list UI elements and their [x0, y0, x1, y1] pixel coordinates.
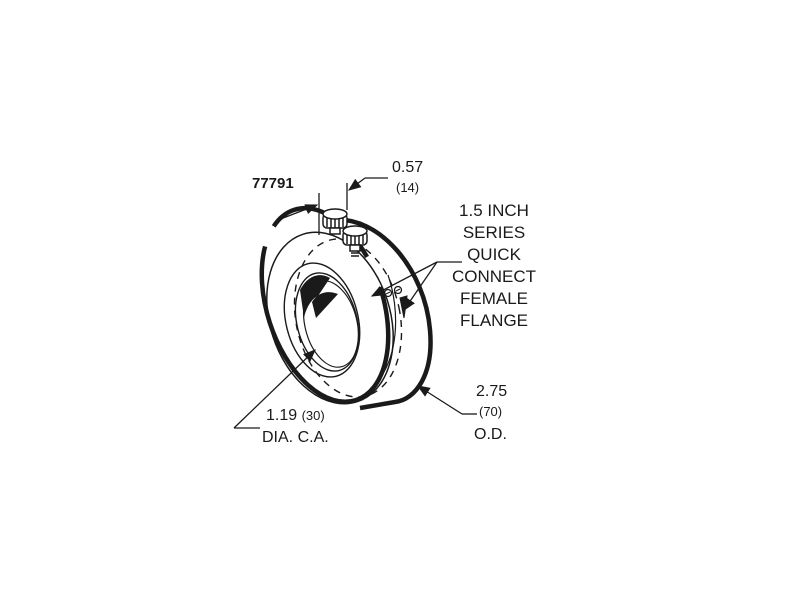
od-leader	[416, 385, 477, 415]
callout-line: FEMALE	[459, 289, 529, 308]
aperture-metric: (30)	[301, 408, 325, 423]
aperture-value: 1.19	[266, 407, 298, 424]
callout-line: QUICK	[467, 245, 521, 264]
thickness-value: 0.57	[392, 159, 424, 176]
od-value: 2.75	[476, 383, 508, 400]
aperture-shadow	[300, 275, 330, 318]
callout-line: 1.5 INCH	[459, 201, 529, 220]
flange-callout: 1.5 INCH SERIES QUICK CONNECT FEMALE FLA…	[444, 200, 544, 332]
part-number: 77791	[252, 175, 294, 192]
flange-leader	[370, 261, 462, 312]
aperture-dimension: 1.19 (30)	[266, 408, 325, 424]
thumbscrew-icon	[322, 208, 368, 257]
od-label: O.D.	[474, 426, 507, 443]
thickness-metric: (14)	[396, 180, 420, 195]
aperture-leader	[233, 349, 316, 429]
aperture-label: DIA. C.A.	[262, 429, 329, 446]
callout-line: SERIES	[462, 223, 526, 242]
thickness-dimension	[277, 177, 388, 235]
callout-line: CONNECT	[451, 267, 537, 286]
od-metric: (70)	[479, 404, 503, 419]
callout-line: FLANGE	[459, 311, 529, 330]
